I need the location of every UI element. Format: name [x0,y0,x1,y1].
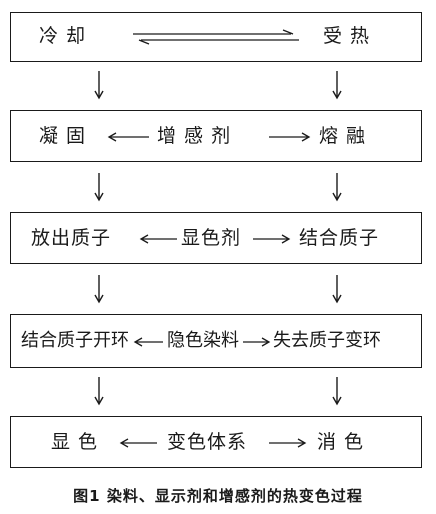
release-proton-label: 放出质子 [31,227,112,249]
color-develop-label: 显 色 [51,431,99,453]
down-arrow-right-4 [332,377,342,406]
ring-open-label: 结合质子开环 [21,330,129,351]
left-arrow-4 [133,337,163,347]
right-arrow-5 [269,438,307,448]
right-arrow-4 [243,337,271,347]
figure-caption: 图1 染料、显示剂和增感剂的热变色过程 [73,487,363,505]
sensitizer-label: 增 感 剂 [157,125,232,147]
left-arrow-5 [119,438,157,448]
developer-label: 显色剂 [181,227,242,249]
down-arrow-right-1 [332,71,342,100]
down-arrow-left-4 [94,377,104,406]
cooling-label: 冷 却 [39,25,87,47]
equilibrium-arrow [133,29,299,45]
bind-proton-label: 结合质子 [299,227,380,249]
stage-box-3: 放出质子 显色剂 结合质子 [10,212,422,264]
melt-label: 熔 融 [319,125,367,147]
stage-box-1: 冷 却 受 热 [10,12,422,62]
decolor-label: 消 色 [317,431,365,453]
leuco-dye-label: 隐色染料 [167,330,239,351]
left-arrow-2 [107,132,149,142]
down-arrow-left-1 [94,71,104,100]
stage-box-5: 显 色 变色体系 消 色 [10,416,422,468]
down-arrow-left-2 [94,173,104,202]
right-arrow-2 [269,132,311,142]
heating-label: 受 热 [323,25,371,47]
left-arrow-3 [139,234,177,244]
right-arrow-3 [253,234,291,244]
solidify-label: 凝 固 [39,125,87,147]
ring-change-label: 失去质子变环 [273,330,381,351]
color-system-label: 变色体系 [167,431,248,453]
stage-box-2: 凝 固 增 感 剂 熔 融 [10,110,422,162]
down-arrow-left-3 [94,275,104,304]
down-arrow-right-3 [332,275,342,304]
stage-box-4: 结合质子开环 隐色染料 失去质子变环 [10,314,422,368]
down-arrow-right-2 [332,173,342,202]
